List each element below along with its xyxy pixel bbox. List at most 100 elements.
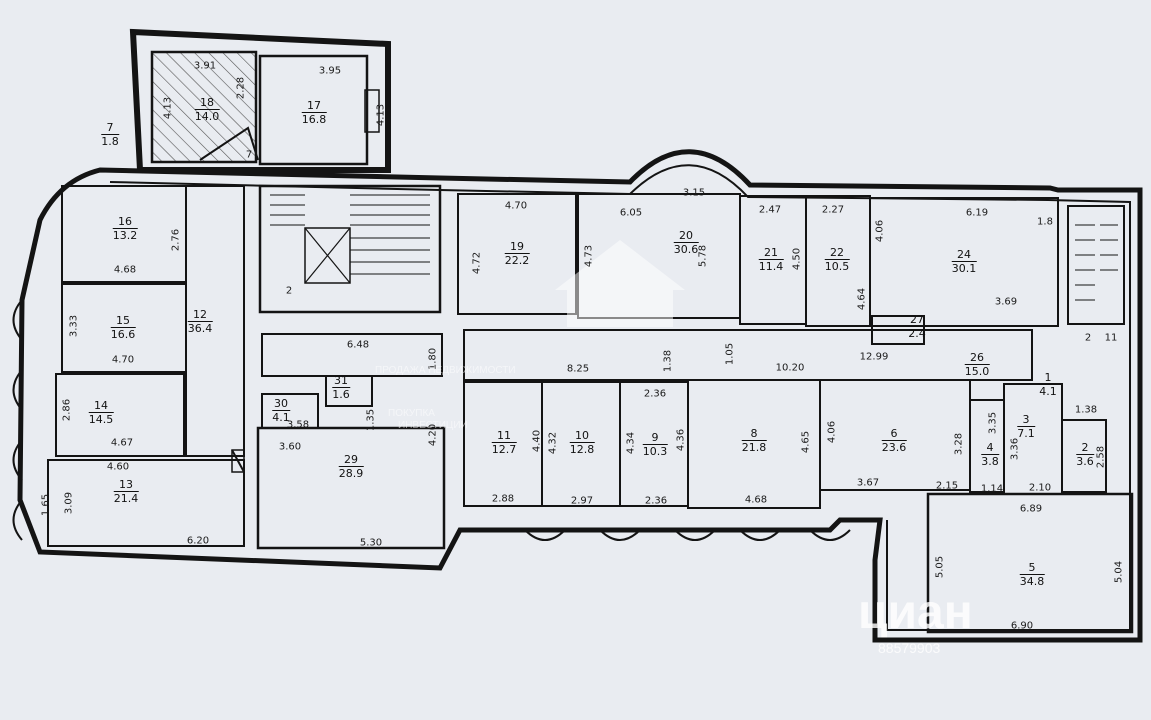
dimension-label: 1.8 [1037,216,1053,228]
room-area: 14.0 [194,109,220,123]
dimension-label: 2.10 [1028,482,1052,494]
room-number: 4 [986,441,994,454]
house-logo-watermark [555,240,685,327]
dimension-label: 3.35 [987,411,999,435]
room-number: 20 [679,229,693,242]
room-number: 31 [334,374,348,387]
dimension-label: 2.97 [570,495,594,507]
room-number: 16 [118,215,132,228]
building-outer-wall [17,149,1143,643]
dimension-label: 4.68 [113,264,137,276]
room-area: 21.4 [113,491,139,505]
room-area: 21.8 [741,440,767,454]
dimension-label: 2.86 [61,398,73,422]
room-area: 1.6 [332,387,350,401]
dimension-label: 4.50 [791,247,803,271]
room-number: 24 [957,248,971,261]
room-number: 19 [510,240,524,253]
dimension-label: 3.69 [994,296,1018,308]
dimension-label: 6.48 [346,339,370,351]
dimension-label: 4.34 [625,431,637,455]
dimension-label: 2 [1084,332,1092,344]
dimension-label: 4.73 [583,244,595,268]
room-area: 11.4 [758,259,784,273]
dimension-label: 4.36 [675,428,687,452]
dimension-label: 1.65 [40,493,52,517]
room-number: 10 [575,429,589,442]
room-12-outline [185,185,245,457]
dimension-label: 4.70 [504,200,528,212]
long-corridor [463,329,1033,381]
dimension-label: 2.28 [235,76,247,100]
room-area: 36.4 [187,321,213,335]
dimension-label: 3.33 [68,314,80,338]
dimension-label: 2.88 [491,493,515,505]
room-number: 21 [764,246,778,259]
room-area: 2.4 [908,326,926,340]
room-area: 13.2 [112,228,138,242]
room-area: 12.8 [569,442,595,456]
room-number: 11 [497,429,511,442]
room-number: 17 [307,99,321,112]
room-area: 22.2 [504,253,530,267]
room-number: 12 [193,308,207,321]
room-number: 8 [750,427,758,440]
room-number: 2 [1081,441,1089,454]
dimension-label: 4.13 [375,103,387,127]
dimension-label: 4.72 [471,251,483,275]
dimension-label: 2 [285,285,293,297]
room-area: 3.8 [981,454,999,468]
room-area: 16.8 [301,112,327,126]
watermark-line-1: ПРОДАЖА НЕДВИЖИМОСТИ [375,365,516,376]
room-area: 34.8 [1019,574,1045,588]
dimension-label: 3.09 [63,491,75,515]
room-area: 30.6 [673,242,699,256]
room-area: 4.1 [1039,384,1057,398]
room-number: 1 [1044,371,1052,384]
dimension-label: 3.91 [193,60,217,72]
room-19-outline [457,193,577,315]
right-stair [1067,205,1125,325]
dimension-label: 6.20 [186,535,210,547]
dimension-label: 1.05 [724,342,736,366]
watermark-line-3: ИНВЕСТИЦИИ [398,420,468,431]
room-7-wall [199,126,259,161]
room-31-outline [325,375,373,407]
room-area: 7.1 [1017,426,1035,440]
dimension-label: 3.28 [953,432,965,456]
dimension-label: 4.70 [111,354,135,366]
dimension-label: 5.04 [1113,560,1125,584]
room-area: 23.6 [881,440,907,454]
dimension-label: 4.06 [826,420,838,444]
dimension-label: 3.95 [318,65,342,77]
dimension-label: 3.36 [1009,437,1021,461]
room-area: 15.0 [964,364,990,378]
cian-logo-text: циан [858,586,973,639]
annex-outer-wall [129,28,391,173]
room-number: 13 [119,478,133,491]
dimension-label: 4.60 [106,461,130,473]
dimension-label: 3.67 [856,477,880,489]
dimension-label: 4.68 [744,494,768,506]
room-number: 6 [890,427,898,440]
dimension-label: 5.78 [697,244,709,268]
